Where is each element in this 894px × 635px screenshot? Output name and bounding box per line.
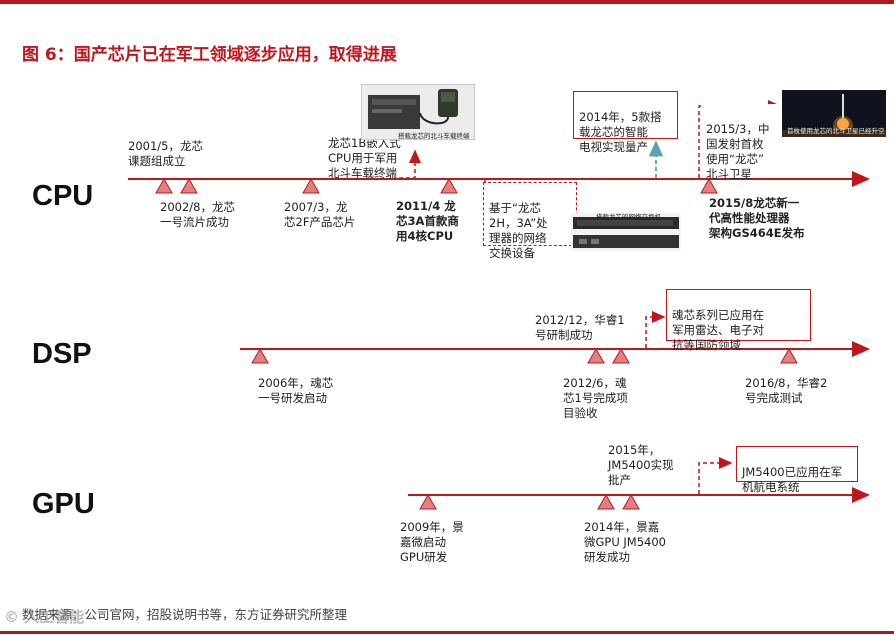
cpu-event-network-switch: 基于“龙芯 2H，3A”处 理器的网络 交换设备 [489, 201, 548, 260]
source-note: 数据来源：公司官网，招股说明书等，东方证券研究所整理 [22, 607, 348, 622]
cpu-marker [440, 177, 458, 194]
cpu-marker [155, 177, 173, 194]
dsp-marker [587, 347, 605, 364]
cpu-event-2007: 2007/3，龙 芯2F产品芯片 [284, 200, 356, 229]
network-switch-caption: 搭载龙芯的网络交换机 [596, 213, 661, 221]
gpu-event-application: JM5400已应用在军 机航电系统 [742, 465, 843, 494]
cpu-event-tv: 2014年，5款搭 载龙芯的智能 电视实现量产 [579, 110, 662, 154]
cpu-event-2002: 2002/8，龙芯 一号流片成功 [160, 200, 235, 229]
cpu-event-2015-8: 2015/8龙芯新一 代高性能处理器 架构GS464E发布 [709, 196, 805, 240]
dsp-connector [645, 311, 666, 348]
gpu-event-2009: 2009年，景 嘉微启动 GPU研发 [400, 520, 464, 564]
gpu-marker [597, 493, 615, 510]
dsp-marker [251, 347, 269, 364]
cpu-event-2001: 2001/5，龙芯 课题组成立 [128, 139, 203, 168]
cpu-event-1b: 龙芯1B嵌入式 CPU用于军用 北斗车载终端 [328, 136, 401, 180]
dsp-marker [780, 347, 798, 364]
vehicle-terminal-photo [361, 84, 475, 140]
cpu-event-2011: 2011/4 龙 芯3A首款商 用4核CPU [396, 199, 459, 243]
cpu-marker [700, 177, 718, 194]
row-label-dsp: DSP [32, 338, 92, 370]
gpu-connector [698, 457, 733, 494]
dsp-event-2012-6: 2012/6，魂 芯1号完成项 目验收 [563, 376, 628, 420]
dsp-event-2016: 2016/8，华睿2 号完成测试 [745, 376, 828, 405]
dsp-event-2006: 2006年，魂芯 一号研发启动 [258, 376, 334, 405]
vehicle-terminal-caption: 搭载龙芯的北斗车载终端 [398, 132, 470, 140]
gpu-event-2015: 2015年， JM5400实现 批产 [608, 443, 674, 487]
dsp-event-application: 魂芯系列已应用在 军用雷达、电子对 抗等国防领域 [672, 308, 764, 352]
cpu-event-satellite: 2015/3，中 国发射首枚 使用“龙芯” 北斗卫星 [706, 122, 770, 181]
row-label-gpu: GPU [32, 488, 95, 520]
dsp-event-2012-12: 2012/12，华睿1 号研制成功 [535, 313, 625, 342]
top-rule [0, 0, 894, 4]
gpu-marker [419, 493, 437, 510]
figure-title: 图 6：国产芯片已在军工领域逐步应用，取得进展 [22, 45, 397, 65]
satellite-launch-photo [782, 90, 886, 137]
cpu-connector-1b [399, 149, 421, 179]
network-switch-photo [571, 213, 681, 251]
bottom-rule [0, 631, 894, 634]
cpu-event-tv-box: 2014年，5款搭 载龙芯的智能 电视实现量产 [573, 91, 678, 154]
cpu-marker [180, 177, 198, 194]
dsp-event-application-box: 魂芯系列已应用在 军用雷达、电子对 抗等国防领域 [666, 289, 811, 352]
cpu-marker [302, 177, 320, 194]
watermark: © 人工智能 [4, 608, 85, 626]
gpu-event-application-box: JM5400已应用在军 机航电系统 [736, 446, 858, 494]
cpu-event-satellite-box: 2015/3，中 国发射首枚 使用“龙芯” 北斗卫星 [701, 104, 781, 181]
dsp-marker [612, 347, 630, 364]
row-label-cpu: CPU [32, 180, 94, 212]
gpu-event-2014: 2014年，景嘉 微GPU JM5400 研发成功 [584, 520, 666, 564]
satellite-launch-caption: 首枚使用龙芯的北斗卫星已经升空 [787, 127, 885, 135]
cpu-event-network-switch-box: 基于“龙芯 2H，3A”处 理器的网络 交换设备 [483, 182, 577, 260]
gpu-marker [622, 493, 640, 510]
